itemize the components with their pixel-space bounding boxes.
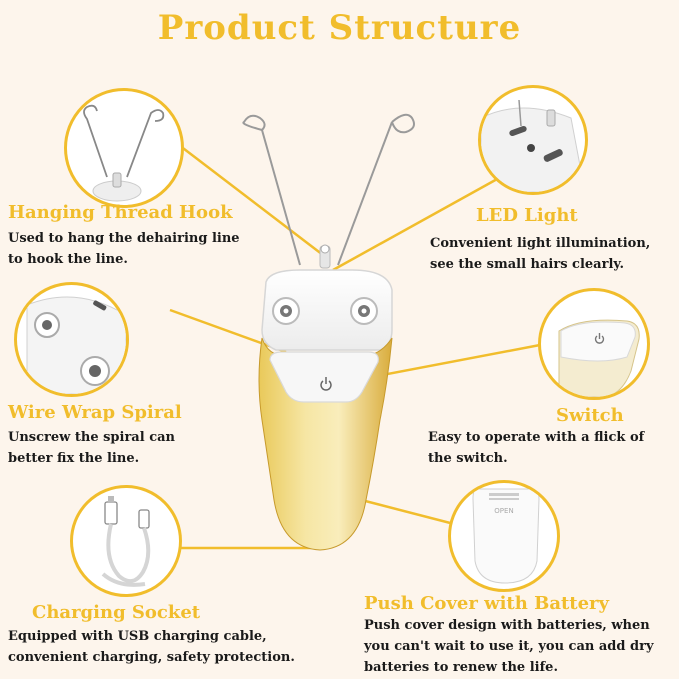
led-line: Convenient light illumination, (430, 236, 651, 251)
charging-line: Equipped with USB charging cable, (8, 629, 267, 644)
charging-line: convenient charging, safety protection. (8, 650, 295, 665)
hook-heading: Hanging Thread Hook (8, 202, 233, 223)
switch-line: the switch. (428, 451, 508, 466)
led-detail-image (478, 85, 588, 195)
led-description: Convenient light illumination, see the s… (430, 233, 650, 275)
spiral-line: better fix the line. (8, 451, 140, 466)
push-cover-heading: Push Cover with Battery (364, 593, 610, 614)
spiral-knob-icon (26, 296, 126, 394)
spiral-description: Unscrew the spiral can better fix the li… (8, 427, 175, 469)
device-head (261, 269, 393, 351)
hook-detail-image (64, 88, 184, 208)
switch-heading: Switch (556, 405, 624, 426)
power-icon (320, 377, 332, 391)
connector-spiral (169, 308, 287, 354)
switch-description: Easy to operate with a flick of the swit… (428, 427, 644, 469)
thread-hook-icon (242, 113, 415, 266)
push-cover-description: Push cover design with batteries, when y… (364, 615, 654, 678)
push-cover-line: you can't wait to use it, you can add dr… (364, 639, 654, 654)
switch-panel (269, 351, 379, 403)
hook-line: to hook the line. (8, 252, 128, 267)
usb-cable-image (70, 485, 182, 597)
charging-heading: Charging Socket (32, 602, 201, 623)
hook-line: Used to hang the dehairing line (8, 231, 240, 246)
led-heading: LED Light (476, 205, 578, 226)
switch-line: Easy to operate with a flick of (428, 430, 645, 445)
battery-cover-image: OPEN (448, 480, 560, 592)
thread-hook-icon (83, 104, 165, 202)
push-cover-line: Push cover design with batteries, when (364, 618, 650, 633)
connector-hook (174, 141, 324, 256)
spiral-knob-icon (272, 297, 378, 325)
led-line: see the small hairs clearly. (430, 257, 624, 272)
hook-description: Used to hang the dehairing line to hook … (8, 228, 240, 270)
usb-cable-icon (101, 496, 151, 587)
push-cover-line: batteries to renew the life. (364, 660, 558, 675)
connector-led (332, 176, 500, 272)
spiral-line: Unscrew the spiral can (8, 430, 175, 445)
spiral-heading: Wire Wrap Spiral (8, 402, 182, 423)
spiral-detail-image (14, 282, 129, 397)
cover-label: OPEN (494, 507, 513, 515)
charging-description: Equipped with USB charging cable, conven… (8, 626, 295, 668)
power-icon (594, 333, 605, 344)
switch-detail-image (538, 288, 650, 400)
page-title: Product Structure (157, 8, 522, 48)
